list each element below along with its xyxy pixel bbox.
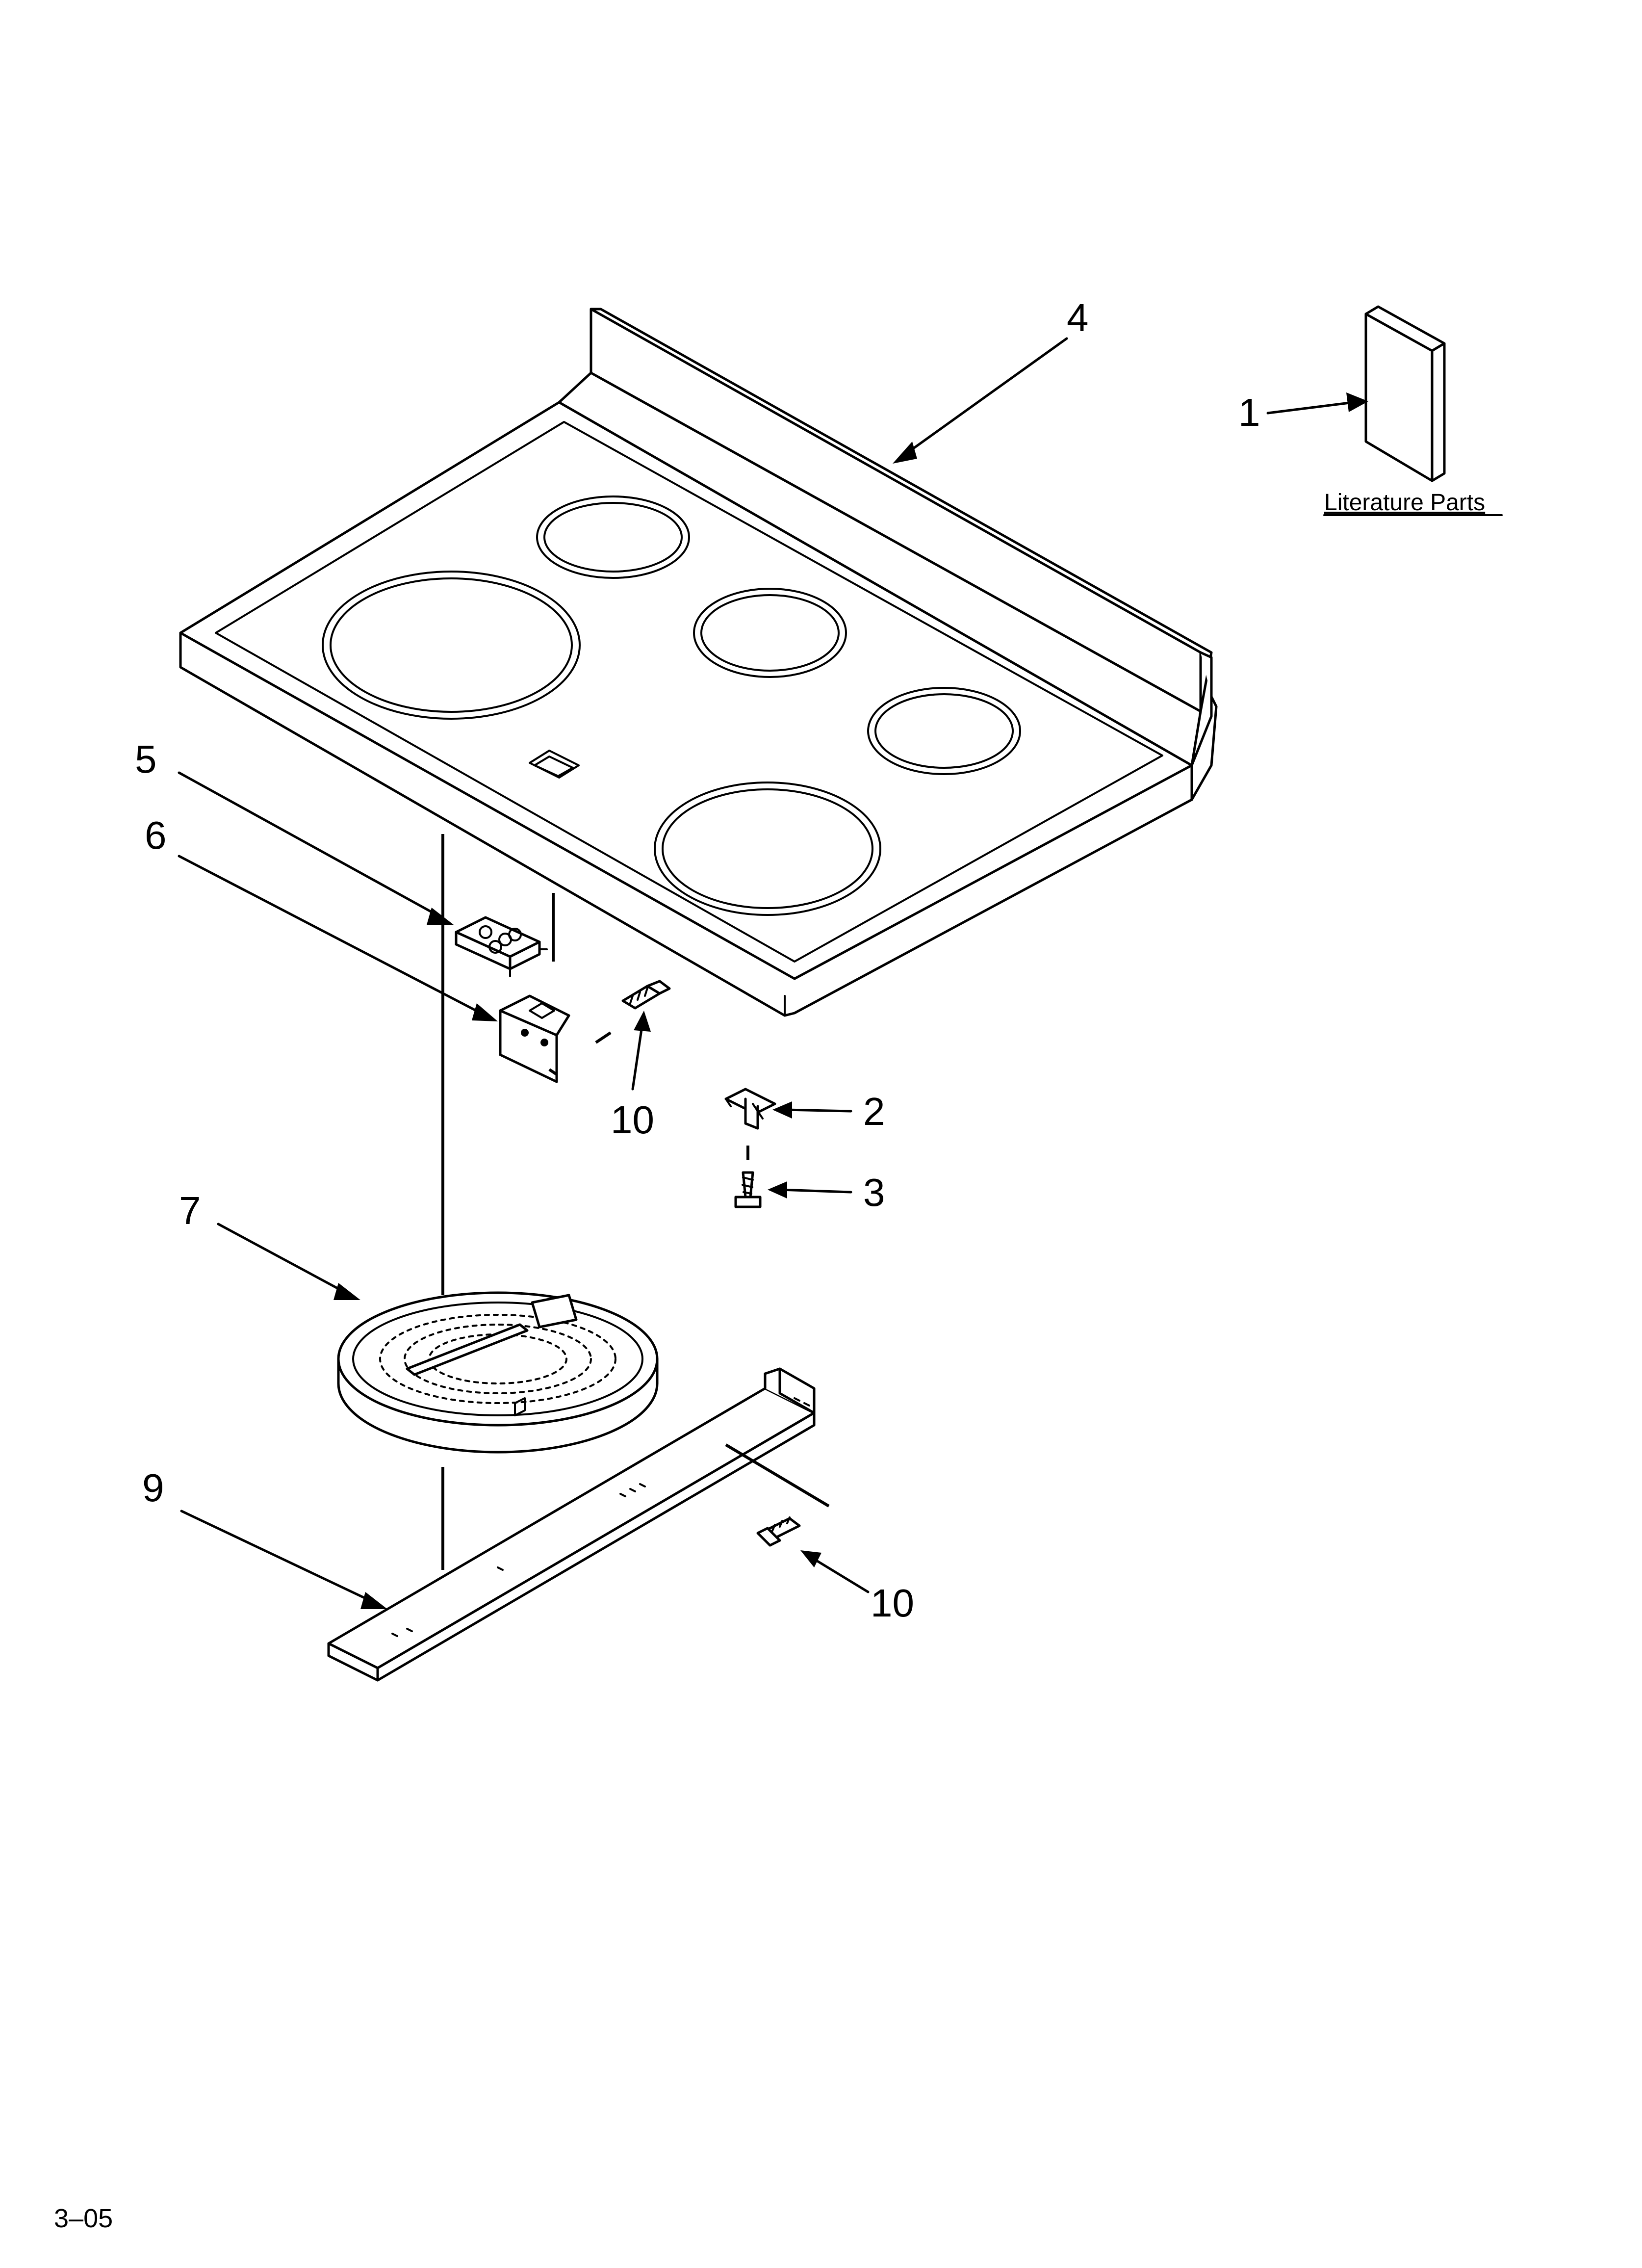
callout-10-lower: 10 (871, 1581, 914, 1625)
callout-1: 1 (1238, 391, 1260, 434)
screw-upper (595, 980, 671, 1044)
burner-ring-right-front (654, 782, 881, 916)
callout-7: 7 (179, 1189, 201, 1232)
callout-2: 2 (863, 1090, 885, 1133)
clip (724, 1088, 776, 1160)
screw-lower (756, 1516, 801, 1547)
screw-small (734, 1171, 762, 1208)
callout-5: 5 (135, 737, 157, 781)
assembly-centerline (441, 834, 555, 1570)
burner-ring-back-left (536, 495, 690, 579)
terminal-block (455, 916, 548, 977)
callout-4: 4 (1067, 296, 1089, 339)
radiant-surface-element (337, 1291, 659, 1454)
leader-lines (178, 337, 1368, 1609)
burner-ring-back-right (867, 687, 1021, 775)
element-brace (327, 1367, 830, 1682)
indicator-bracket (499, 994, 570, 1083)
burner-ring-left-front (322, 571, 581, 720)
literature-parts-label: Literature Parts (1324, 490, 1485, 516)
callout-6: 6 (145, 813, 167, 857)
page-code: 3–05 (54, 2204, 113, 2233)
cooktop-glass-top (179, 308, 1218, 1017)
callout-9: 9 (142, 1466, 164, 1510)
burner-ring-center (693, 588, 847, 678)
callout-10-upper: 10 (611, 1098, 654, 1142)
callout-3: 3 (863, 1171, 885, 1214)
literature-booklet (1364, 305, 1446, 482)
